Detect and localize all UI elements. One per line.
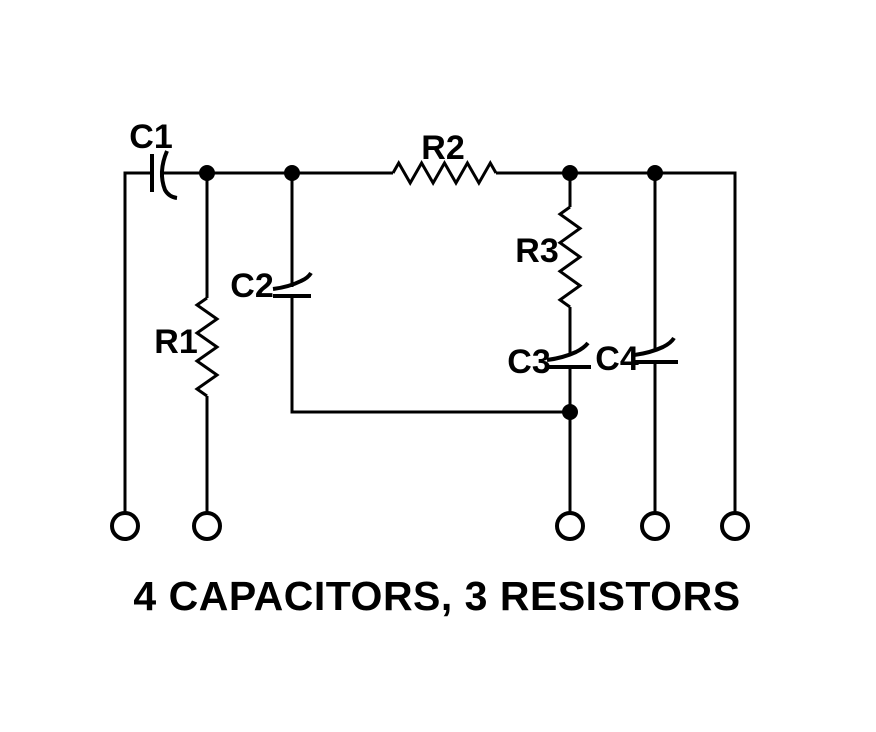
wire-bottom-bus [290, 296, 570, 414]
resistor-r2: R2 [391, 129, 498, 187]
capacitor-c3: C3 [507, 341, 591, 381]
capacitor-c1: C1 [129, 118, 178, 200]
terminal-4 [640, 511, 670, 541]
resistor-r3-label: R3 [515, 232, 558, 270]
terminal-1 [110, 511, 140, 541]
resistor-r2-label: R2 [421, 129, 464, 167]
junction-dot [562, 404, 578, 420]
capacitor-c4-label: C4 [595, 340, 639, 378]
resistor-r2-zigzag [391, 159, 498, 187]
junction-dot [647, 165, 663, 181]
capacitor-c3-curved-plate [546, 341, 590, 362]
capacitor-c3-label: C3 [507, 343, 550, 381]
capacitor-c2-curved-plate [272, 271, 313, 291]
junction-dots [199, 165, 663, 420]
resistor-r3: R3 [515, 205, 583, 309]
terminal-2 [192, 511, 222, 541]
resistor-r1: R1 [154, 296, 220, 398]
capacitor-c4: C4 [595, 336, 678, 378]
resistor-r1-label: R1 [154, 323, 197, 361]
resistor-r1-zigzag [194, 296, 220, 398]
terminal-3 [555, 511, 585, 541]
terminal-5 [720, 511, 750, 541]
capacitor-c1-curved-plate [160, 150, 178, 200]
capacitor-c2: C2 [230, 267, 313, 305]
resistor-r3-zigzag [557, 205, 583, 309]
wires [123, 171, 737, 513]
junction-dot [199, 165, 215, 181]
wire-left-rail [123, 171, 152, 513]
junction-dot [562, 165, 578, 181]
capacitor-c2-label: C2 [230, 267, 273, 305]
capacitor-c4-curved-plate [633, 336, 676, 357]
terminals [110, 511, 750, 541]
junction-dot [284, 165, 300, 181]
capacitor-c1-label: C1 [129, 118, 172, 156]
diagram-caption: 4 CAPACITORS, 3 RESISTORS [133, 573, 740, 619]
